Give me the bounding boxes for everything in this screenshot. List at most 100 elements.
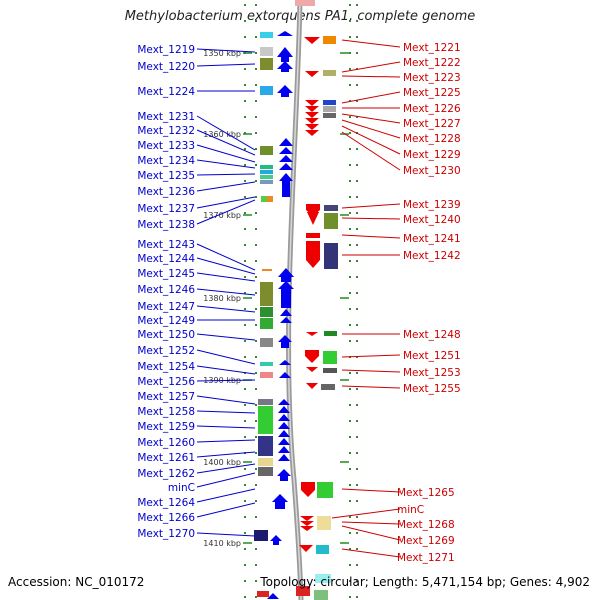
- gene-label[interactable]: Mext_1248: [403, 329, 461, 341]
- gene-label[interactable]: Mext_1256: [137, 376, 195, 388]
- reverse-arrow: [305, 124, 319, 130]
- gene-label[interactable]: Mext_1238: [137, 219, 195, 231]
- leader-line: [341, 521, 401, 525]
- forward-arrow: [278, 268, 294, 282]
- gene-label[interactable]: Mext_1271: [397, 552, 455, 564]
- guide-dot: [356, 212, 358, 214]
- gene-label[interactable]: Mext_1247: [137, 301, 195, 313]
- gene-label[interactable]: Mext_1250: [137, 329, 195, 341]
- leader-line: [196, 181, 256, 192]
- gene-label[interactable]: Mext_1228: [403, 133, 461, 145]
- guide-dot: [255, 292, 257, 294]
- gene-label[interactable]: Mext_1229: [403, 149, 461, 161]
- gene-label[interactable]: Mext_1249: [137, 315, 195, 327]
- guide-dot: [255, 116, 257, 118]
- gene-label[interactable]: Mext_1242: [403, 250, 461, 262]
- guide-dot: [356, 500, 358, 502]
- gene-label[interactable]: Mext_1257: [137, 391, 195, 403]
- guide-dot: [244, 20, 246, 22]
- gene-label[interactable]: Mext_1252: [137, 345, 195, 357]
- gene-label[interactable]: Mext_1262: [137, 468, 195, 480]
- gene-label[interactable]: Mext_1235: [137, 170, 195, 182]
- feature-block: [260, 318, 273, 329]
- guide-dot: [255, 244, 257, 246]
- feature-block: [314, 590, 328, 600]
- gene-label[interactable]: Mext_1232: [137, 125, 195, 137]
- gene-label[interactable]: Mext_1225: [403, 87, 461, 99]
- gene-label[interactable]: Mext_1239: [403, 199, 461, 211]
- gene-label[interactable]: Mext_1245: [137, 268, 195, 280]
- gene-label[interactable]: Mext_1240: [403, 214, 461, 226]
- gene-label[interactable]: Mext_1234: [137, 155, 195, 167]
- guide-dot: [356, 308, 358, 310]
- gene-label[interactable]: Mext_1268: [397, 519, 455, 531]
- gene-label[interactable]: Mext_1231: [137, 111, 195, 123]
- gene-label[interactable]: Mext_1259: [137, 421, 195, 433]
- guide-dot: [244, 212, 246, 214]
- gene-label[interactable]: Mext_1221: [403, 42, 461, 54]
- gene-label[interactable]: Mext_1261: [137, 452, 195, 464]
- feature-block: [324, 213, 338, 229]
- gene-label[interactable]: Mext_1236: [137, 186, 195, 198]
- guide-dot: [255, 196, 257, 198]
- reverse-arrow: [305, 112, 319, 118]
- gene-label[interactable]: minC: [397, 504, 424, 516]
- reverse-arrow: [299, 545, 313, 552]
- gene-label[interactable]: Mext_1246: [137, 284, 195, 296]
- leader-line: [341, 548, 401, 558]
- gene-label[interactable]: Mext_1269: [397, 535, 455, 547]
- guide-dot: [255, 180, 257, 182]
- guide-dot: [356, 196, 358, 198]
- forward-arrow: [278, 406, 290, 413]
- reverse-arrow: [305, 106, 319, 112]
- feature-block: [316, 545, 329, 554]
- gene-label[interactable]: Mext_1253: [403, 367, 461, 379]
- gene-label[interactable]: Mext_1230: [403, 165, 461, 177]
- guide-dot: [356, 548, 358, 550]
- guide-dot: [255, 372, 257, 374]
- guide-dot: [349, 388, 351, 390]
- gene-label[interactable]: Mext_1222: [403, 57, 461, 69]
- reverse-arrow: [300, 516, 314, 521]
- guide-dot: [244, 580, 246, 582]
- gene-label[interactable]: Mext_1241: [403, 233, 461, 245]
- gene-label[interactable]: Mext_1243: [137, 239, 195, 251]
- gene-label[interactable]: Mext_1264: [137, 497, 195, 509]
- gene-label[interactable]: Mext_1223: [403, 72, 461, 84]
- gene-label[interactable]: Mext_1254: [137, 361, 195, 373]
- reverse-arrow: [300, 526, 314, 531]
- leader-line: [196, 472, 256, 488]
- gene-label[interactable]: Mext_1244: [137, 253, 195, 265]
- gene-label[interactable]: minC: [168, 482, 195, 494]
- gene-label[interactable]: Mext_1237: [137, 203, 195, 215]
- leader-line: [341, 91, 401, 104]
- gene-label[interactable]: Mext_1233: [137, 140, 195, 152]
- feature-block: [323, 36, 336, 44]
- gene-label[interactable]: Mext_1226: [403, 103, 461, 115]
- guide-dot: [356, 532, 358, 534]
- guide-dot: [349, 164, 351, 166]
- feature-block: [324, 205, 338, 211]
- gene-label[interactable]: Mext_1270: [137, 528, 195, 540]
- gene-label[interactable]: Mext_1224: [137, 86, 195, 98]
- guide-dot: [255, 276, 257, 278]
- guide-dot: [255, 100, 257, 102]
- gene-label[interactable]: Mext_1251: [403, 350, 461, 362]
- gene-label[interactable]: Mext_1258: [137, 406, 195, 418]
- gene-label[interactable]: Mext_1265: [397, 487, 455, 499]
- feature-block: [267, 196, 273, 202]
- guide-dot: [349, 468, 351, 470]
- gene-label[interactable]: Mext_1266: [137, 512, 195, 524]
- guide-dot: [244, 228, 246, 230]
- leader-line: [341, 385, 401, 389]
- gene-label[interactable]: Mext_1255: [403, 383, 461, 395]
- gene-label[interactable]: Mext_1227: [403, 118, 461, 130]
- forward-arrow: [277, 61, 293, 72]
- guide-dot: [356, 468, 358, 470]
- leader-line: [341, 75, 401, 78]
- reverse-arrow: [306, 383, 318, 389]
- gene-label[interactable]: Mext_1219: [137, 44, 195, 56]
- gene-label[interactable]: Mext_1220: [137, 61, 195, 73]
- gene-label[interactable]: Mext_1260: [137, 437, 195, 449]
- guide-dot: [244, 116, 246, 118]
